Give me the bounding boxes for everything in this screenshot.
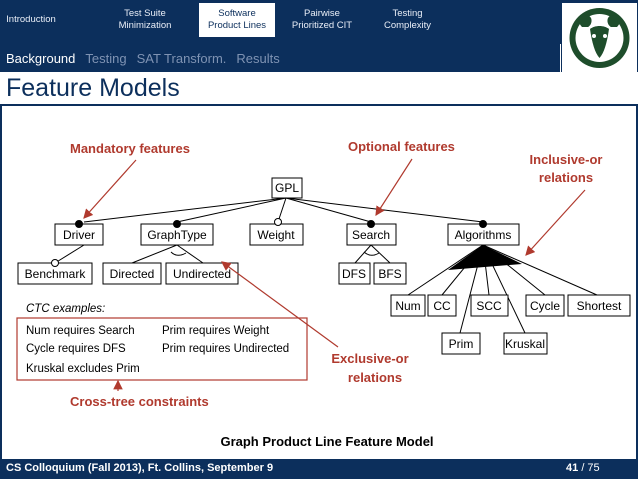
subnav-background[interactable]: Background [6,50,76,66]
total-pages: / 75 [581,462,600,474]
feature-num: Num [395,299,420,313]
mandatory-marker-icon [75,220,83,228]
ram-logo-icon [561,2,638,74]
subnav-sat-transform[interactable]: SAT Transform. [136,50,227,66]
top-navigation: Introduction Test Suite Minimization Sof… [0,0,638,44]
feature-dfs: DFS [342,267,366,281]
annotation-inclusive-or-relations: relations [539,170,593,185]
annotation-inclusive-or: Inclusive-or [530,152,603,167]
feature-cc: CC [433,299,451,313]
ctc-box [16,317,308,381]
optional-marker-icon [51,259,59,267]
feature-graphtype: GraphType [147,228,207,242]
mandatory-marker-icon [367,220,375,228]
feature-weight: Weight [257,228,295,242]
annotation-mandatory: Mandatory features [70,141,190,156]
page-number: 41 / 75 [566,462,600,474]
arrow-optional [375,158,413,217]
footer-bar: CS Colloquium (Fall 2013), Ft. Collins, … [0,459,638,479]
mandatory-marker-icon [173,220,181,228]
nav-tab-introduction[interactable]: Introduction [6,14,56,25]
optional-marker-icon [274,218,282,226]
mandatory-marker-icon [479,220,487,228]
feature-driver: Driver [63,228,95,242]
annotation-exclusive-or: Exclusive-or [331,351,408,366]
ctc-rule: Kruskal excludes Prim [26,363,140,375]
feature-benchmark: Benchmark [25,267,87,281]
feature-directed: Directed [110,267,155,281]
arrow-exclusive-or [221,261,339,348]
annotation-exclusive-or-relations: relations [348,370,402,385]
ctc-rule: Prim requires Undirected [162,343,289,355]
or-wedge-icon [448,245,522,270]
nav-tab-testing-complexity[interactable]: Testing Complexity [384,8,431,31]
title-bar: Feature Models [0,72,638,106]
section-navigation: Background Testing SAT Transform. Result… [0,44,560,72]
subnav-results[interactable]: Results [236,50,280,66]
slide-title: Feature Models [6,74,180,102]
arrow-inclusive-or [525,189,586,256]
nav-tab-test-suite-minimization[interactable]: Test Suite Minimization [118,8,172,31]
feature-scc: SCC [476,299,502,313]
ctc-heading: CTC examples: [26,303,105,315]
ctc-rule: Cycle requires DFS [26,343,126,355]
arrow-mandatory [83,159,137,219]
feature-shortest: Shortest [577,299,622,313]
annotation-optional: Optional features [348,139,455,154]
nav-tab-software-product-lines[interactable]: Software Product Lines [199,3,275,37]
feature-search: Search [352,228,390,242]
feature-gpl: GPL [275,181,299,195]
feature-kruskal: Kruskal [505,337,545,351]
feature-bfs: BFS [378,267,401,281]
nav-tab-pairwise-prioritized-cit[interactable]: Pairwise Prioritized CIT [291,8,353,31]
feature-model-diagram: GPL Driver GraphType Weight Search Algor… [16,139,631,449]
footer-text: CS Colloquium (Fall 2013), Ft. Collins, … [6,462,274,474]
figure-caption: Graph Product Line Feature Model [220,434,433,449]
ctc-rule: Num requires Search [26,325,135,337]
annotation-cross-tree: Cross-tree constraints [70,394,209,409]
feature-undirected: Undirected [173,267,231,281]
feature-algorithms: Algorithms [455,228,512,242]
current-page: 41 [566,462,579,474]
feature-cycle: Cycle [530,299,560,313]
ctc-rule: Prim requires Weight [162,325,270,337]
feature-prim: Prim [449,337,474,351]
subnav-testing[interactable]: Testing [85,50,127,66]
